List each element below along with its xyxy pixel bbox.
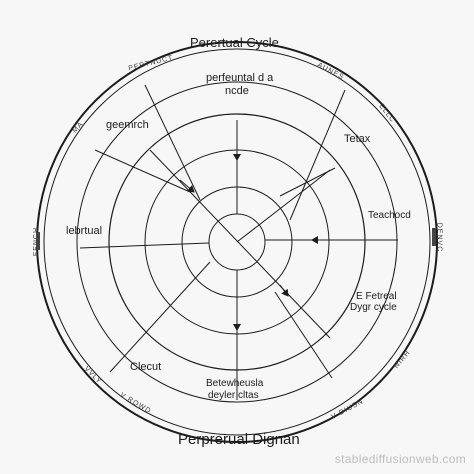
mid-ring <box>76 81 398 403</box>
label-left-upper: geemrch <box>106 119 149 131</box>
watermark: stablediffusionweb.com <box>334 452 466 466</box>
arrow-lower <box>279 284 289 297</box>
spoke-ne <box>289 89 346 221</box>
outer-ring-inner <box>43 48 431 436</box>
label-right-upper: Tetax <box>344 133 371 145</box>
spoke-nw <box>94 149 191 193</box>
rim-ticks <box>36 228 436 250</box>
rim-text-left-mid: FENCH <box>33 226 41 257</box>
label-right-mid: Teachocd <box>368 210 411 221</box>
rim-text-right-mid: DENVC <box>435 222 443 253</box>
bottom-title: Perprerual Dignan <box>178 431 300 448</box>
label-left-mid: lebrtual <box>66 225 103 237</box>
arrow-upper-left <box>179 179 195 193</box>
label-bottom-center-1: Betewheusla <box>206 378 264 389</box>
label-center-top-2: ncde <box>225 85 249 97</box>
label-right-lower-2: Dygr cycle <box>350 302 397 313</box>
spoke-upper-right <box>279 167 336 197</box>
label-bottom-center-2: deyler cltas <box>208 390 259 401</box>
spoke-se <box>274 291 333 379</box>
spoke-diag <box>149 149 331 339</box>
label-center-top-1: perfeuntal d a <box>206 72 274 84</box>
label-left-lower: Clecut <box>130 361 162 373</box>
spoke-left <box>79 242 210 249</box>
spoke-center-ne <box>236 169 331 243</box>
label-right-lower-1: E Fetreal <box>356 291 397 302</box>
diagram-title: Perertual Cycle <box>190 35 279 50</box>
spoke-upper-left <box>144 84 201 201</box>
spoke-sw <box>109 261 211 373</box>
